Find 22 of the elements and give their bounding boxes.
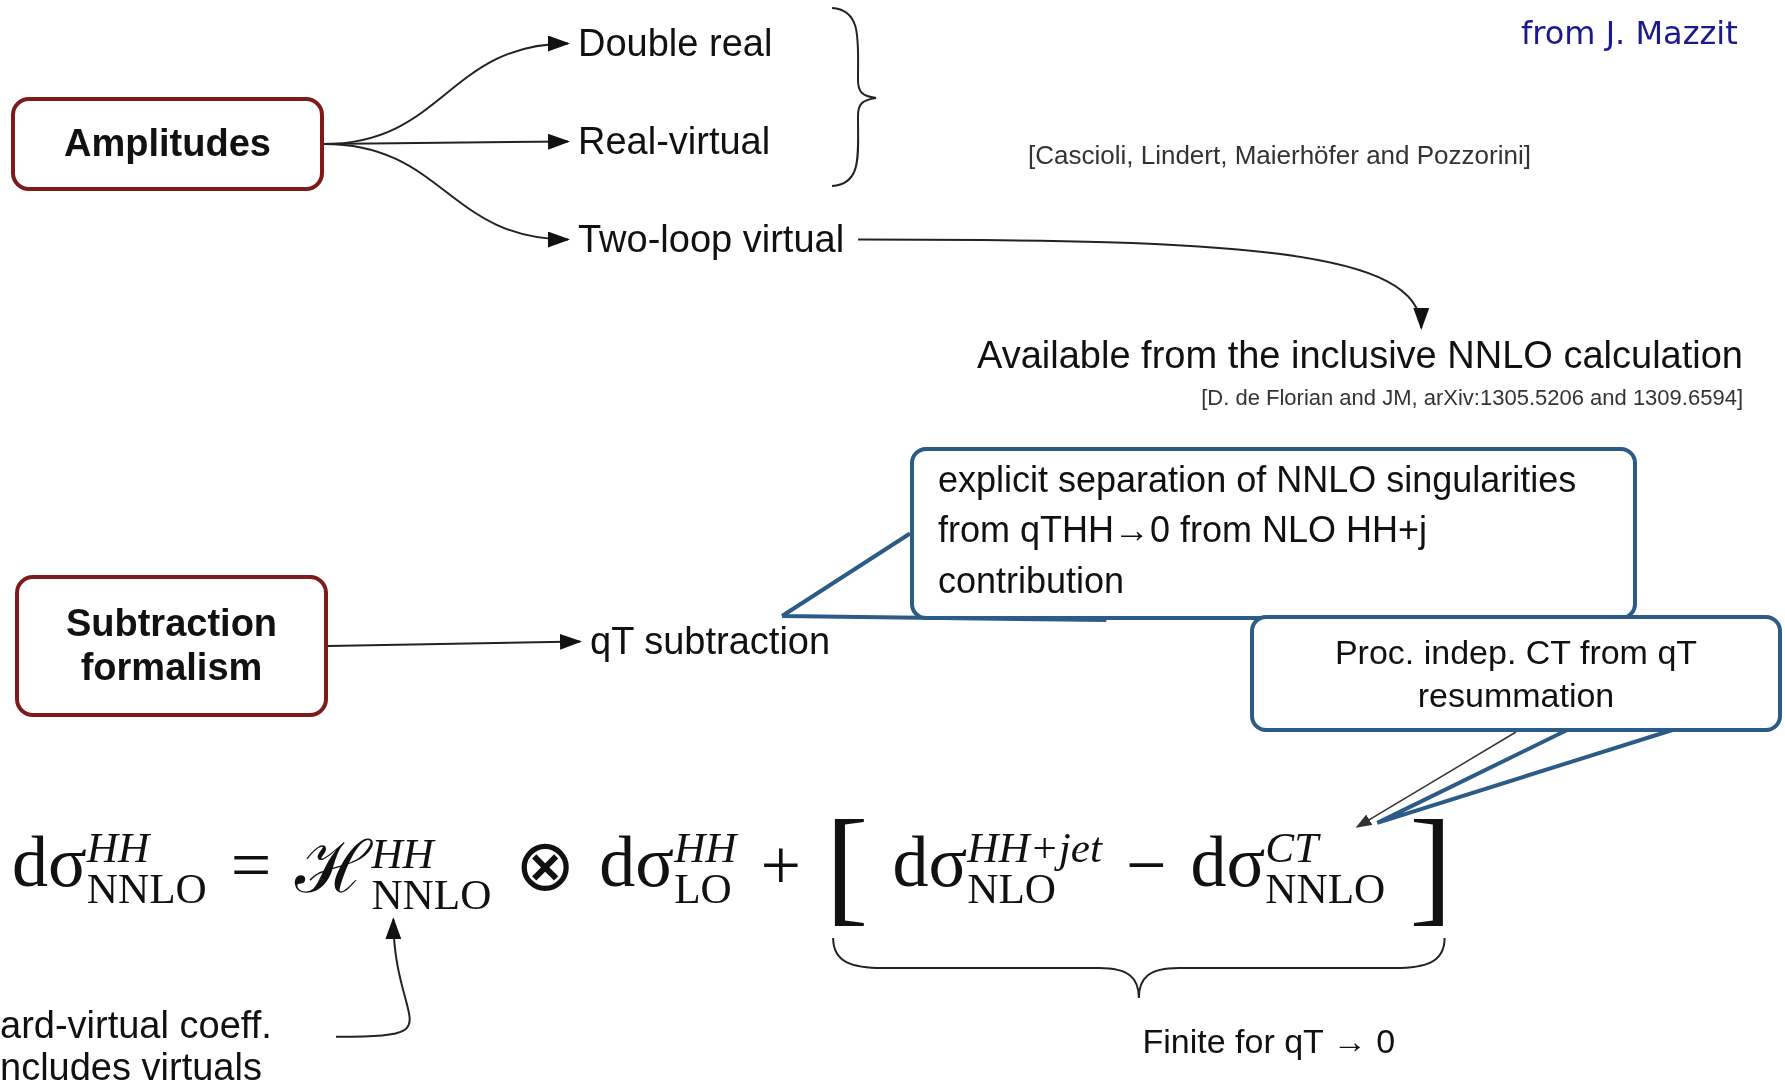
branch-text: qT subtraction	[590, 620, 831, 663]
topic-box: Amplitudes	[11, 97, 324, 191]
citation-text: [D. de Florian and JM, arXiv:1305.5206 and 1309.6594]	[1201, 385, 1743, 411]
math-operator: −	[1124, 823, 1168, 907]
math-operator: +	[759, 823, 803, 907]
bracket: [	[824, 800, 870, 930]
node-text: Available from the inclusive NNLO calculation	[977, 334, 1743, 377]
curved-arrow	[323, 143, 570, 247]
brace-caption: Finite for qT → 0	[1142, 1022, 1396, 1061]
math-operator: ⊗	[514, 824, 577, 908]
curved-arrow	[335, 917, 411, 1038]
attribution-text: from J. Mazzit	[1521, 14, 1738, 52]
branch-text: Two-loop virtual	[578, 218, 845, 261]
bracket: ]	[1408, 800, 1454, 930]
arrow	[327, 633, 582, 650]
callout-box: explicit separation of NNLO singularities from qTHH→0 from NLO HH+j contribution	[910, 447, 1637, 620]
citation-text: [Cascioli, Lindert, Maierhöfer and Pozzorini]	[1028, 140, 1531, 171]
math-operator: =	[229, 823, 273, 907]
branch-text: Real-virtual	[578, 120, 771, 163]
topic-box: Subtraction formalism	[15, 575, 328, 717]
branch-text: Double real	[578, 22, 773, 65]
annotation-text: ard-virtual coeff. ncludes virtuals	[0, 1005, 330, 1081]
